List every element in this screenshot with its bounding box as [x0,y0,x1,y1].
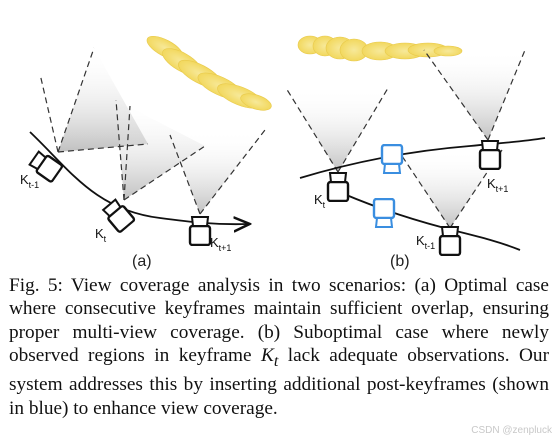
keyframe-label-a-3: Kt+1 [210,235,231,253]
panel-label-b: (b) [390,253,410,270]
post-keyframe-camera-1 [380,144,404,175]
keyframe-camera-b-1 [326,171,350,202]
gaussian-cluster-a [146,35,272,111]
post-keyframe-camera-2 [372,198,396,229]
caption-prefix: Fig. 5: View coverage analysis in two sc… [9,275,549,367]
keyframe-label-b-3: Kt-1 [416,233,435,251]
panel-b: Kt Kt+1 Kt-1 (b) [285,35,546,270]
trajectory-a [29,131,248,224]
camera-frustums-a [58,48,265,214]
keyframe-camera-b-2 [478,139,502,170]
gaussian-cluster-b [297,35,463,62]
keyframe-label-b-2: Kt+1 [487,176,508,194]
panel-label-a: (a) [132,253,152,270]
keyframe-camera-b-3 [438,225,462,256]
keyframe-label-a-2: Kt [95,226,107,244]
keyframe-camera-a-3 [188,215,212,246]
camera-frustums-b [286,50,525,228]
keyframe-label-b-1: Kt [314,192,326,210]
keyframe-label-a-1: Kt-1 [20,172,39,190]
view-coverage-figure: Kt-1 Kt Kt+1 (a) [20,35,546,270]
caption-suffix: lack adequate observations. Our system a… [9,345,549,419]
keyframe-camera-a-2 [100,197,137,234]
trajectory-b-upper [299,137,546,179]
panel-a: Kt-1 Kt Kt+1 (a) [20,35,272,270]
frustum-edges-a [39,47,266,215]
caption-variable: Kt [260,345,279,371]
keyframe-camera-a-1 [27,148,65,184]
figure-caption: Fig. 5: View coverage analysis in two sc… [9,274,549,420]
frustum-edges-b [285,49,526,229]
watermark: CSDN @zenpluck [471,425,552,436]
